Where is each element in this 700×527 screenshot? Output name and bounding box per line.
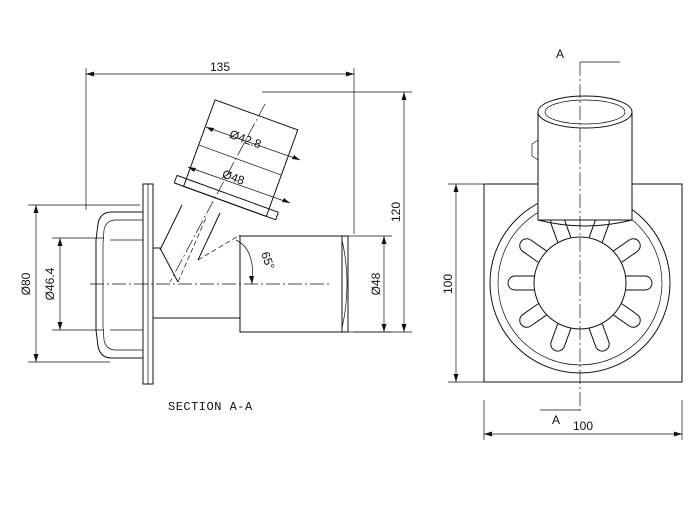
dim-inlet-outer: Ø42.8 xyxy=(205,126,301,161)
svg-text:A: A xyxy=(552,413,560,427)
section-view: 135 120 Ø42.8 Ø48 65° xyxy=(19,60,412,414)
inlet-centerline xyxy=(169,103,266,283)
dim-height-100: 100 xyxy=(441,183,484,383)
dim-flange-80: Ø80 xyxy=(19,204,140,363)
svg-text:A: A xyxy=(556,47,564,61)
dim-bore-46-label: Ø46.4 xyxy=(43,267,57,300)
dim-inlet-outer-label: Ø42.8 xyxy=(228,127,264,151)
dim-120-label: 120 xyxy=(389,202,403,222)
bell-housing xyxy=(95,211,143,359)
section-title: SECTION A-A xyxy=(168,400,253,414)
dim-width-100: 100 xyxy=(483,400,683,440)
dim-outlet-48-label: Ø48 xyxy=(369,272,383,295)
vertical-pipe xyxy=(531,95,633,227)
dim-height-100-label: 100 xyxy=(441,274,455,294)
dim-120: 120 xyxy=(262,91,412,333)
body-tube xyxy=(153,247,240,319)
top-view: A A 100 100 xyxy=(441,47,683,440)
dim-angle: 65° xyxy=(235,239,278,285)
dim-135-label: 135 xyxy=(210,60,230,74)
dim-bore-46: Ø46.4 xyxy=(43,237,104,331)
dim-flange-80-label: Ø80 xyxy=(19,272,33,295)
angled-riser xyxy=(159,204,221,261)
section-mark-bottom: A xyxy=(540,409,580,427)
section-mark-top: A xyxy=(556,47,620,63)
dim-angle-label: 65° xyxy=(258,250,277,272)
dim-135: 135 xyxy=(85,60,355,234)
inlet-tube xyxy=(173,99,299,221)
dim-outlet-48: Ø48 xyxy=(348,235,392,333)
dim-width-100-label: 100 xyxy=(573,419,593,433)
dim-inlet-48-label: Ø48 xyxy=(220,167,246,188)
